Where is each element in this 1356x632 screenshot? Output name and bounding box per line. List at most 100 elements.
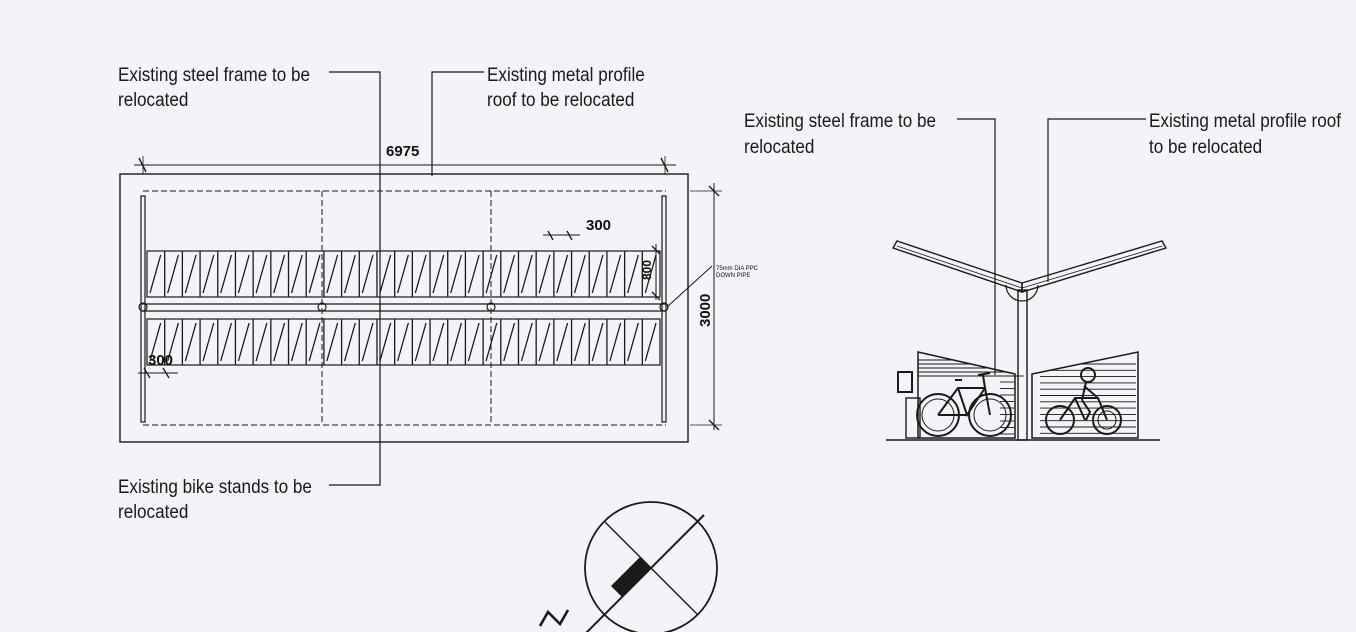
- elevation-view: [886, 118, 1168, 441]
- bike-stand: [361, 254, 374, 294]
- bike-stand: [626, 254, 639, 294]
- bike-stand: [503, 322, 516, 362]
- bike-stand: [432, 254, 445, 294]
- label-plan-frame-line1: Existing steel frame to be: [118, 65, 310, 86]
- bike-stand: [503, 254, 516, 294]
- end-frame-left: [140, 195, 146, 423]
- roof-bracket: [1005, 284, 1039, 302]
- bike-stands-bottom: [149, 319, 657, 365]
- bike-stand: [591, 254, 604, 294]
- bike-stand: [644, 322, 657, 362]
- leader-roof-plan: [431, 71, 484, 176]
- label-elev-frame-line2: relocated: [744, 137, 815, 158]
- bike-stand: [467, 254, 480, 294]
- dim-tick: [138, 157, 147, 173]
- dim-tick: [708, 419, 720, 431]
- north-letter-n: [538, 609, 570, 627]
- column-node: [138, 302, 148, 312]
- bike-stand: [290, 322, 303, 362]
- enclosure-right: [1031, 351, 1139, 439]
- bike-stand: [379, 254, 392, 294]
- bike-stand: [149, 322, 162, 362]
- bike-stand: [343, 254, 356, 294]
- roof-inner-line: [1021, 245, 1163, 289]
- pipe-note-text-1: 75mm DIA PPC: [716, 266, 759, 272]
- leader-roof-elevation: [1047, 118, 1146, 282]
- bike-stand: [220, 322, 233, 362]
- bike-stand: [149, 254, 162, 294]
- dim-offset-text: 300: [148, 352, 173, 369]
- bike-stand: [202, 254, 215, 294]
- bike-stand: [538, 254, 551, 294]
- bike-stand: [432, 322, 445, 362]
- roof-inner-line: [896, 245, 1023, 289]
- bike-stand: [237, 254, 250, 294]
- label-plan-stands-line1: Existing bike stands to be: [118, 477, 312, 498]
- dim-length-text: 6975: [386, 143, 419, 160]
- bike-stand: [626, 322, 639, 362]
- bike-stand: [343, 322, 356, 362]
- label-plan-roof-line2: roof to be relocated: [487, 90, 635, 111]
- bike-stand: [397, 322, 409, 362]
- bike-stand: [414, 254, 427, 294]
- bike-stand-row-top: [146, 250, 661, 298]
- bike-stands-top: [149, 251, 657, 297]
- bicycle-icon: [897, 371, 1012, 439]
- bike-stand: [520, 322, 533, 362]
- bike-stand: [202, 322, 215, 362]
- dim-tick: [660, 157, 669, 173]
- dim-depth-text: 800: [640, 260, 654, 280]
- column-node: [659, 302, 669, 312]
- bike-stand: [167, 254, 180, 294]
- bike-stand: [485, 254, 498, 294]
- bike-stand: [326, 322, 339, 362]
- bike-stand: [467, 322, 480, 362]
- bike-stand: [414, 322, 427, 362]
- bike-stand: [556, 322, 569, 362]
- bike-stand: [644, 254, 657, 294]
- bike-stand: [556, 254, 569, 294]
- label-elev-frame-line1: Existing steel frame to be: [744, 111, 936, 132]
- dim-tick: [143, 367, 151, 379]
- dim-tick: [162, 367, 170, 379]
- bike-stand: [308, 322, 321, 362]
- label-plan-stands-line2: relocated: [118, 502, 189, 523]
- roof-wing-right: [1021, 240, 1168, 293]
- bike-stand: [538, 322, 551, 362]
- bike-stand: [397, 254, 409, 294]
- dim-width-text: 3000: [697, 294, 714, 327]
- bike-stand: [609, 254, 622, 294]
- bike-stand: [184, 254, 197, 294]
- north-arrow-icon: [538, 501, 718, 632]
- bike-stand: [326, 254, 339, 294]
- enclosure-slats-left: [918, 359, 1024, 435]
- bike-stand: [379, 322, 392, 362]
- bike-stand: [573, 254, 586, 294]
- column-node: [317, 302, 327, 312]
- label-elev-roof-line2: to be relocated: [1149, 137, 1263, 158]
- bike-stand: [273, 254, 286, 294]
- plan-dimension-text: 6975 300 800 3000 300 75mm DIA PPC DOWN …: [148, 143, 759, 369]
- bike-stand-row-bottom: [146, 318, 661, 366]
- column-node: [486, 302, 496, 312]
- pipe-note-text-2: DOWN PIPE: [716, 273, 750, 279]
- dim-tick: [547, 230, 554, 241]
- bike-stand: [273, 322, 286, 362]
- bike-stand: [255, 322, 268, 362]
- bike-stand: [184, 322, 197, 362]
- plan-view: [119, 71, 722, 486]
- leader-frame-plan: [329, 71, 381, 311]
- leader-frame-elevation: [957, 118, 996, 375]
- bike-stand: [591, 322, 604, 362]
- label-elev-roof-line1: Existing metal profile roof: [1149, 111, 1341, 132]
- dim-tick: [651, 291, 661, 301]
- end-frame-right: [661, 195, 667, 423]
- bike-stand: [609, 322, 622, 362]
- bike-stand: [485, 322, 498, 362]
- dim-spacing-text: 300: [586, 217, 611, 234]
- leader-stands-plan: [329, 304, 381, 486]
- bike-stand: [450, 322, 463, 362]
- bike-stand: [255, 254, 268, 294]
